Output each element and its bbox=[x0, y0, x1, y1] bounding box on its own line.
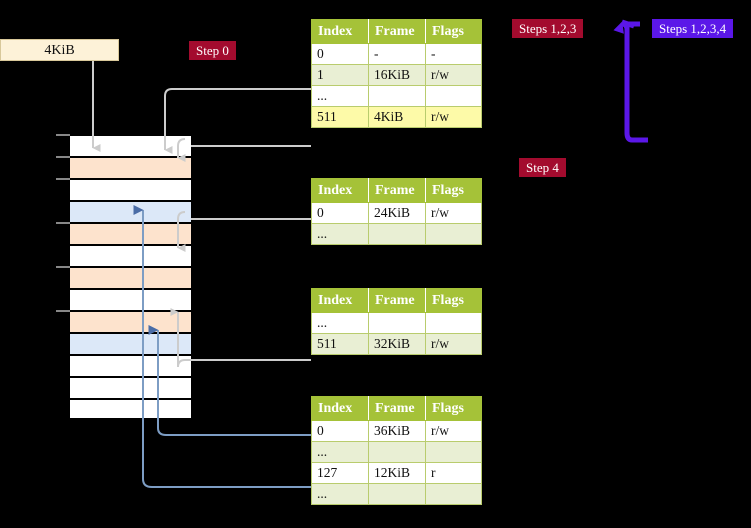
table-cell: r/w bbox=[425, 420, 482, 442]
memory-frame-row bbox=[70, 310, 191, 332]
step-4-badge: Step 4 bbox=[519, 158, 566, 177]
table-cell: - bbox=[368, 43, 426, 65]
table-row: ... bbox=[311, 312, 482, 334]
memory-frame-row bbox=[70, 332, 191, 354]
table-cell bbox=[368, 85, 426, 107]
memory-tick bbox=[56, 156, 70, 158]
table-row: ... bbox=[311, 223, 482, 245]
memory-size-label: 4KiB bbox=[0, 39, 119, 61]
table-cell: 127 bbox=[311, 462, 369, 484]
table-row: ... bbox=[311, 85, 482, 107]
column-header-frame: Frame bbox=[368, 396, 426, 421]
table-cell: 0 bbox=[311, 420, 369, 442]
table-cell: ... bbox=[311, 223, 369, 245]
table-cell: 511 bbox=[311, 106, 369, 128]
memory-frame-row bbox=[70, 354, 191, 376]
table-cell bbox=[425, 441, 482, 463]
column-header-index: Index bbox=[311, 19, 369, 44]
table-cell bbox=[368, 441, 426, 463]
memory-frame-row bbox=[70, 376, 191, 398]
table-row: ... bbox=[311, 441, 482, 463]
table-cell: 24KiB bbox=[368, 202, 426, 224]
column-header-flags: Flags bbox=[425, 19, 482, 44]
table-cell: 32KiB bbox=[368, 333, 426, 355]
step-0-badge: Step 0 bbox=[189, 41, 236, 60]
table-cell: ... bbox=[311, 85, 369, 107]
memory-frame-row bbox=[70, 398, 191, 420]
column-header-flags: Flags bbox=[425, 178, 482, 203]
column-header-flags: Flags bbox=[425, 288, 482, 313]
table-cell bbox=[368, 223, 426, 245]
memory-tick bbox=[56, 266, 70, 268]
table-cell: - bbox=[425, 43, 482, 65]
table-cell: ... bbox=[311, 441, 369, 463]
memory-frame-row bbox=[70, 156, 191, 178]
steps-1234-badge: Steps 1,2,3,4 bbox=[652, 19, 734, 38]
memory-tick bbox=[56, 222, 70, 224]
table-cell bbox=[368, 312, 426, 334]
table-cell bbox=[425, 85, 482, 107]
memory-frame-row bbox=[70, 178, 191, 200]
table-cell: r/w bbox=[425, 333, 482, 355]
column-header-index: Index bbox=[311, 178, 369, 203]
table-cell: r/w bbox=[425, 202, 482, 224]
table-cell: r/w bbox=[425, 64, 482, 86]
table-cell: r/w bbox=[425, 106, 482, 128]
table-cell: 511 bbox=[311, 333, 369, 355]
table-cell: ... bbox=[311, 312, 369, 334]
table-cell bbox=[425, 223, 482, 245]
physical-memory-column bbox=[70, 134, 191, 420]
memory-tick bbox=[56, 310, 70, 312]
table-cell bbox=[368, 483, 426, 505]
memory-tick bbox=[56, 178, 70, 180]
column-header-frame: Frame bbox=[368, 178, 426, 203]
table-cell: r bbox=[425, 462, 482, 484]
table-cell: 16KiB bbox=[368, 64, 426, 86]
table-row: 0-- bbox=[311, 43, 482, 65]
table-cell bbox=[425, 483, 482, 505]
column-header-index: Index bbox=[311, 396, 369, 421]
table-cell: 0 bbox=[311, 202, 369, 224]
table-cell: 12KiB bbox=[368, 462, 426, 484]
table-cell: 4KiB bbox=[368, 106, 426, 128]
memory-frame-row bbox=[70, 222, 191, 244]
memory-tick bbox=[56, 134, 70, 136]
table-cell: ... bbox=[311, 483, 369, 505]
memory-frame-row bbox=[70, 266, 191, 288]
table-cell: 1 bbox=[311, 64, 369, 86]
memory-frame-row bbox=[70, 134, 191, 156]
column-header-frame: Frame bbox=[368, 288, 426, 313]
memory-frame-row bbox=[70, 244, 191, 266]
memory-frame-row bbox=[70, 288, 191, 310]
table-cell bbox=[425, 312, 482, 334]
column-header-flags: Flags bbox=[425, 396, 482, 421]
column-header-frame: Frame bbox=[368, 19, 426, 44]
column-header-index: Index bbox=[311, 288, 369, 313]
memory-frame-row bbox=[70, 200, 191, 222]
table-cell: 36KiB bbox=[368, 420, 426, 442]
table-row: ... bbox=[311, 483, 482, 505]
table-cell: 0 bbox=[311, 43, 369, 65]
steps-123-badge: Steps 1,2,3 bbox=[512, 19, 584, 38]
